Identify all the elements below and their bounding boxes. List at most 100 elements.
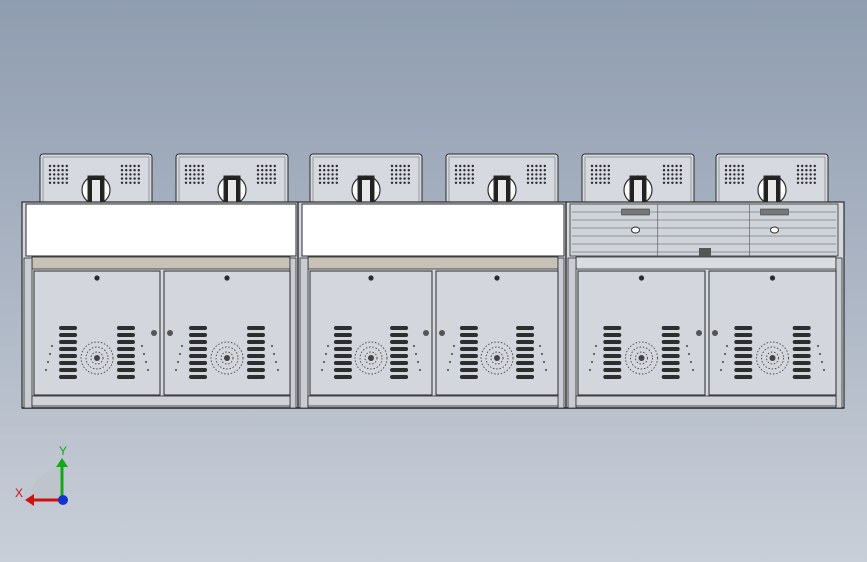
- desk-top: [25, 203, 297, 257]
- vent-hole: [201, 177, 204, 180]
- door-panel: [435, 270, 559, 396]
- vent-hole: [531, 173, 534, 176]
- vent-hole: [675, 164, 678, 168]
- vent-dot: [145, 361, 147, 363]
- louver-slot: [792, 347, 811, 351]
- vent-hole: [607, 164, 610, 168]
- vent-hole: [467, 169, 470, 172]
- vent-hole: [335, 173, 338, 176]
- fan-ring: [766, 351, 779, 365]
- cabinet-door: [309, 270, 433, 396]
- vent-hole: [137, 173, 140, 176]
- fan-ring: [85, 346, 109, 370]
- vent-hole: [407, 169, 410, 172]
- door-panel: [577, 270, 706, 396]
- vent-hole: [261, 173, 264, 176]
- vent-dot: [591, 361, 593, 363]
- vent-hole: [733, 181, 736, 184]
- vent-hole: [729, 173, 732, 176]
- monitor-1: [39, 153, 153, 205]
- vent-hole: [801, 164, 804, 168]
- vent-hole: [331, 169, 334, 172]
- louver-slot: [603, 354, 622, 358]
- louver-slot: [189, 375, 208, 379]
- vent-dot: [722, 361, 724, 363]
- vent-hole: [61, 173, 64, 176]
- fan-hub-icon: [224, 355, 230, 361]
- side-post: [23, 257, 33, 409]
- vent-hole: [805, 177, 808, 180]
- vent-hole: [193, 177, 196, 180]
- louver-slot: [189, 326, 208, 330]
- louver-slot: [390, 354, 409, 358]
- vent-hole: [463, 181, 466, 184]
- vent-hole: [269, 164, 272, 168]
- vent-hole: [729, 169, 732, 172]
- vent-hole: [796, 177, 800, 180]
- louver-slot: [59, 347, 78, 351]
- cabinet-door: [577, 270, 706, 396]
- vent-hole: [327, 169, 330, 172]
- monitor-arm-highlight: [362, 180, 370, 204]
- vent-hole: [463, 177, 466, 180]
- cabinet-door: [163, 270, 291, 396]
- vent-hole: [120, 177, 124, 180]
- vent-hole: [471, 177, 474, 180]
- vent-hole: [535, 177, 538, 180]
- vent-hole: [120, 164, 124, 168]
- vent-hole: [269, 181, 272, 184]
- louver-slot: [116, 368, 135, 372]
- louver-slot: [246, 347, 265, 351]
- louver-slot: [516, 361, 535, 365]
- vent-hole: [463, 173, 466, 176]
- vent-hole: [459, 169, 462, 172]
- mount-bolt: [770, 226, 779, 234]
- console-assembly[interactable]: [21, 153, 845, 409]
- kick-plate: [31, 395, 291, 407]
- vent-hole: [543, 169, 546, 172]
- fan-hub-icon: [94, 355, 100, 361]
- louver-slot: [661, 375, 680, 379]
- vent-hole: [261, 169, 264, 172]
- vent-hole: [57, 164, 60, 168]
- vent-hole: [543, 177, 546, 180]
- vent-hole: [599, 181, 602, 184]
- fan-ring: [215, 346, 239, 370]
- vent-hole: [318, 164, 322, 168]
- louver-slot: [59, 361, 78, 365]
- vent-hole: [193, 164, 196, 168]
- louver-slot: [734, 368, 753, 372]
- vent-dot: [327, 345, 329, 347]
- vent-hole: [390, 169, 394, 172]
- vent-hole: [467, 177, 470, 180]
- louver-slot: [734, 354, 753, 358]
- louver-slot: [390, 368, 409, 372]
- louver-slot: [246, 340, 265, 344]
- vent-dot: [539, 345, 541, 347]
- louver-slot: [390, 347, 409, 351]
- vent-hole: [679, 169, 682, 172]
- fan-hub-icon: [368, 355, 374, 361]
- louver-slot: [459, 361, 478, 365]
- door-handle-icon: [712, 330, 718, 336]
- vent-hole: [53, 177, 56, 180]
- vent-hole: [125, 177, 128, 180]
- vent-hole: [531, 164, 534, 168]
- vent-hole: [467, 181, 470, 184]
- vent-dot: [49, 353, 51, 355]
- vent-hole: [662, 177, 666, 180]
- louver-slot: [116, 375, 135, 379]
- vent-hole: [459, 164, 462, 168]
- fan-ring: [359, 346, 383, 370]
- louver-slot: [333, 340, 352, 344]
- vent-hole: [813, 173, 816, 176]
- vent-hole: [335, 169, 338, 172]
- vent-hole: [61, 164, 64, 168]
- vent-hole: [193, 169, 196, 172]
- louver-slot: [246, 368, 265, 372]
- vent-hole: [129, 181, 132, 184]
- louver-slot: [516, 368, 535, 372]
- louver-slot: [661, 326, 680, 330]
